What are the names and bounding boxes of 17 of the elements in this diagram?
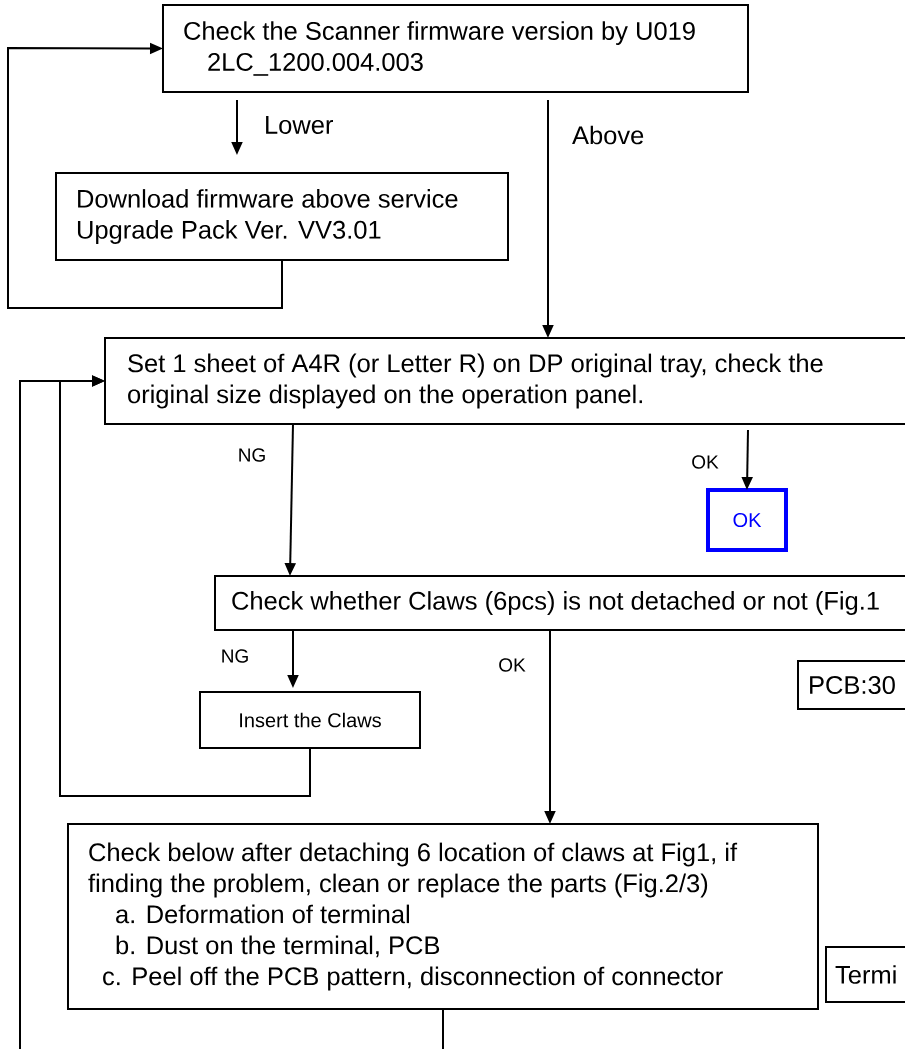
arrow bbox=[7, 42, 283, 309]
process-box: Insert the Claws bbox=[199, 691, 421, 749]
result-box: OK bbox=[706, 488, 788, 552]
edge-label: NG bbox=[219, 648, 251, 664]
process-box: Check whether Claws (6pcs) is not detached or not (Fig.1 bbox=[214, 575, 905, 631]
process-box: Download firmware above service Upgrade Pack Ver. VV3.01 bbox=[55, 172, 509, 261]
process-box: Termi bbox=[825, 946, 905, 1003]
process-box: PCB:30 bbox=[797, 660, 905, 710]
edge-label: Above bbox=[571, 124, 646, 146]
process-box: Check the Scanner firmware version by U019 2LC_1200.004.003 bbox=[162, 4, 749, 93]
connector-line bbox=[442, 1008, 444, 1049]
process-box: Set 1 sheet of A4R (or Letter R) on DP original tray, check the original size displayed on the operation panel. bbox=[104, 337, 905, 425]
edge-label: Lower bbox=[263, 115, 335, 135]
edge-label: NG bbox=[236, 447, 268, 463]
process-box: Check below after detaching 6 location of claws at Fig1, if finding the problem, clean or replace the parts (Fig.2/3) a. Deformation of terminal b. Dust on the terminal, PCB c. Peel off the PCB pattern, disconnection of connector bbox=[67, 823, 819, 1010]
edge-label: OK bbox=[690, 454, 720, 470]
edge-label: OK bbox=[497, 657, 527, 673]
